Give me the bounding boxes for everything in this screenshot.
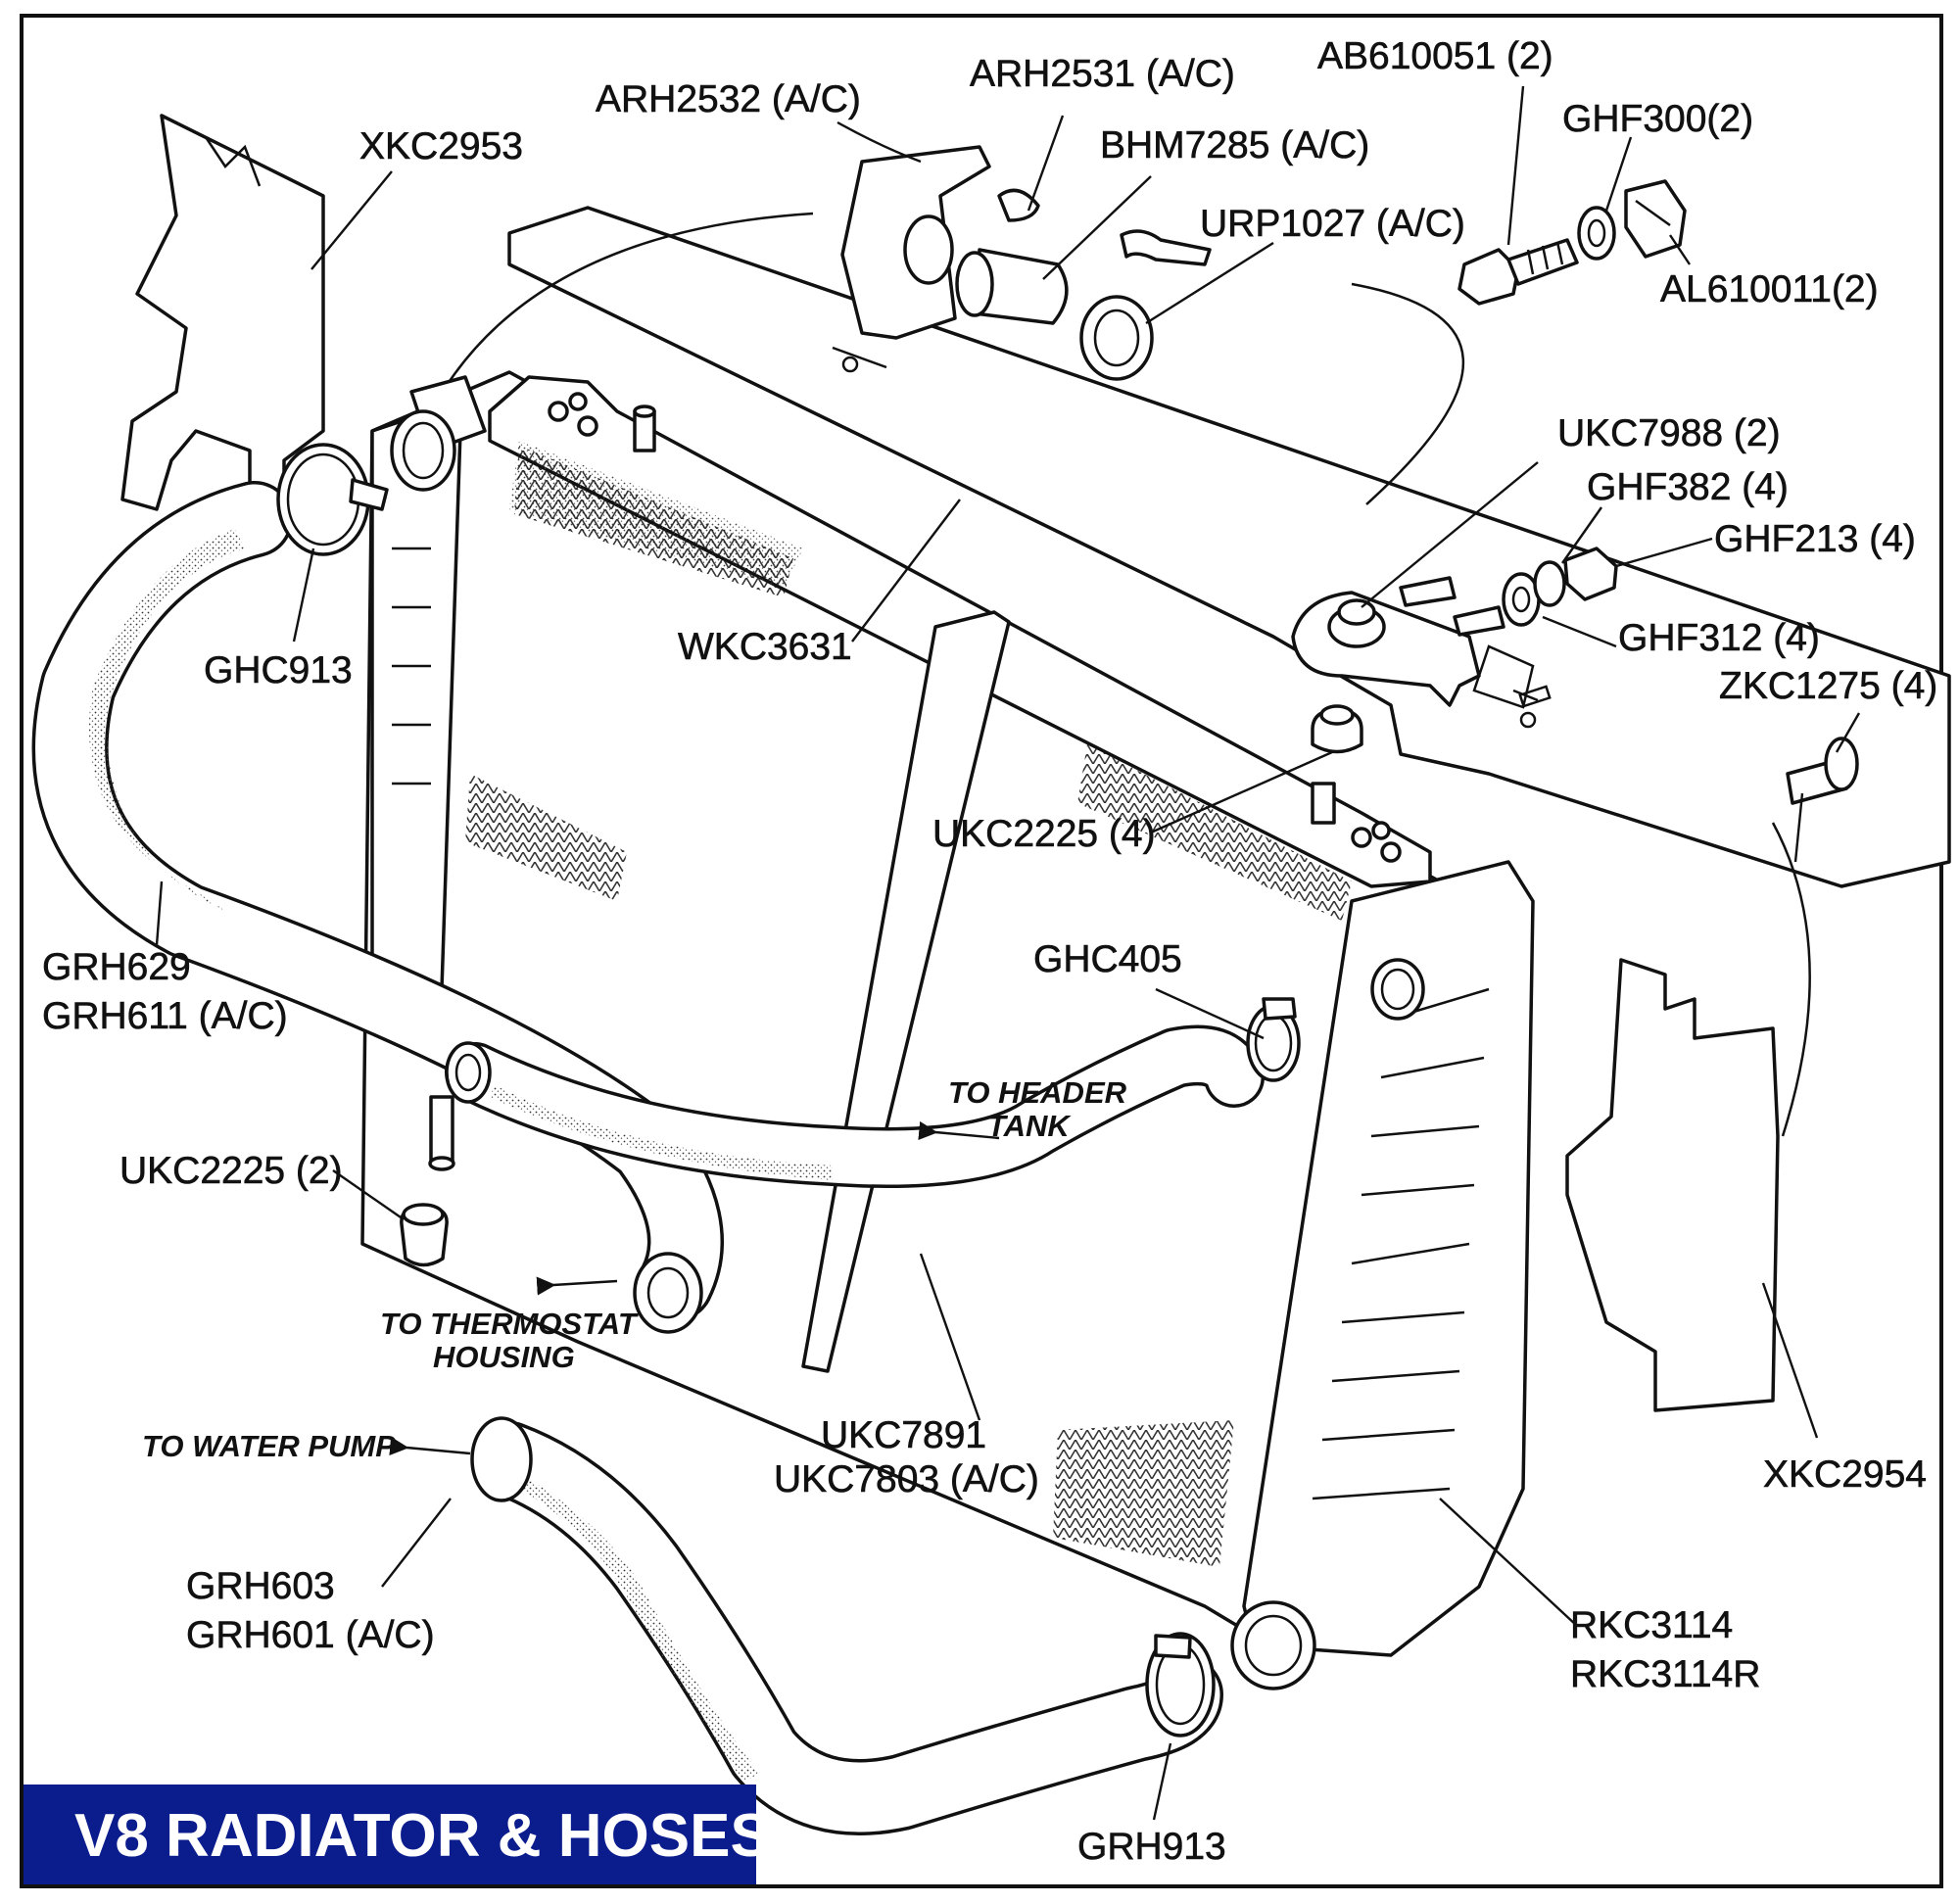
ac-bracket <box>840 145 1040 340</box>
label-ukc2225-2: UKC2225 (2) <box>119 1150 343 1192</box>
note-tank: TANK <box>987 1109 1072 1143</box>
page-title: V8 RADIATOR & HOSES <box>74 1802 771 1870</box>
ac-pipe-elbow <box>1120 229 1212 266</box>
fan-ring-arc-lower <box>1771 822 1811 1137</box>
side-baffle-left <box>120 114 325 521</box>
label-grh913: GRH913 <box>1077 1826 1226 1868</box>
label-ab610051: AB610051 (2) <box>1317 35 1553 77</box>
arrow-to-water-pump <box>389 1436 471 1456</box>
fan-shroud-panel <box>507 206 1951 888</box>
note-to-water-pump: TO WATER PUMP <box>142 1429 396 1463</box>
label-ukc7803: UKC7803 (A/C) <box>774 1458 1039 1500</box>
note-to-header: TO HEADER <box>948 1075 1127 1110</box>
label-urp1027: URP1027 (A/C) <box>1200 203 1465 245</box>
label-ukc2225-4: UKC2225 (4) <box>932 813 1156 855</box>
spring-washer-ghf382 <box>1533 560 1566 607</box>
cage-nut-al610011 <box>1624 179 1687 259</box>
label-arh2532: ARH2532 (A/C) <box>596 78 861 120</box>
diagram-frame <box>20 14 1943 1888</box>
label-al610011: AL610011(2) <box>1660 268 1879 310</box>
label-arh2531: ARH2531 (A/C) <box>970 53 1235 95</box>
label-rkc3114r: RKC3114R <box>1570 1653 1760 1695</box>
label-grh603: GRH603 <box>186 1565 335 1607</box>
label-wkc3631: WKC3631 <box>678 626 852 668</box>
label-ukc7891: UKC7891 <box>821 1414 986 1456</box>
label-ghc913: GHC913 <box>204 649 353 691</box>
leader-lines <box>155 85 1861 1821</box>
header-tank-hose-ukc7891 <box>445 1024 1265 1188</box>
plug-ukc2225-top <box>1311 704 1363 754</box>
label-ghc405: GHC405 <box>1033 938 1182 980</box>
label-grh601: GRH601 (A/C) <box>186 1614 435 1656</box>
note-housing: HOUSING <box>433 1340 575 1374</box>
bottom-hose-grh603 <box>470 1416 1223 1835</box>
fan-ring-arc-right <box>1351 282 1465 505</box>
label-ukc7988: UKC7988 (2) <box>1557 412 1781 454</box>
bracket-ukc7988 <box>1291 576 1505 707</box>
plug-ukc2225-lower <box>400 1203 449 1267</box>
o-ring-seal <box>1079 295 1154 381</box>
label-zkc1275: ZKC1275 (4) <box>1719 665 1937 707</box>
ac-hose-stub <box>955 248 1069 325</box>
side-baffle-right <box>1565 958 1780 1412</box>
hose-clip-grh913 <box>1145 1632 1216 1737</box>
label-grh629: GRH629 <box>42 946 191 988</box>
label-ghf300: GHF300(2) <box>1562 98 1753 140</box>
label-ghf312: GHF312 (4) <box>1618 617 1820 659</box>
label-bhm7285: BHM7285 (A/C) <box>1100 124 1369 167</box>
label-rkc3114: RKC3114 <box>1570 1604 1733 1646</box>
note-to-thermostat: TO THERMOSTAT <box>380 1307 640 1341</box>
arrow-to-header-tank <box>918 1120 1000 1141</box>
hose-clip-ghc405 <box>1246 997 1301 1082</box>
arrow-to-thermostat <box>536 1276 618 1296</box>
bolt-ab610051 <box>1457 238 1579 306</box>
nut-ghf213 <box>1563 547 1618 601</box>
label-ghf213: GHF213 (4) <box>1714 518 1916 560</box>
washer-ghf300 <box>1577 206 1616 261</box>
screw-zkc1275 <box>1786 737 1859 805</box>
title-box <box>24 1785 756 1884</box>
label-ghf382: GHF382 (4) <box>1587 466 1789 508</box>
label-grh611: GRH611 (A/C) <box>42 995 288 1037</box>
fan-ring-arc <box>444 212 814 388</box>
label-xkc2954: XKC2954 <box>1763 1453 1927 1496</box>
radiator-core <box>360 370 1535 1690</box>
hose-clip-ghc913 <box>276 443 389 556</box>
label-xkc2953: XKC2953 <box>359 125 523 167</box>
